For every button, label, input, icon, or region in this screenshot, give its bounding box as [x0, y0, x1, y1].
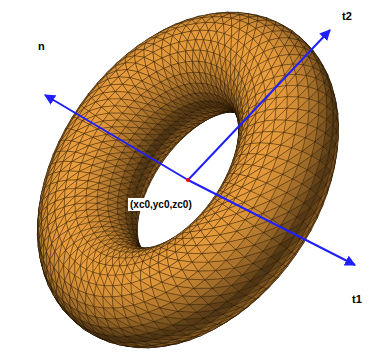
torus-illustration [0, 0, 377, 360]
figure-stage: nt2(xc0,yc0,zc0)t1 [0, 0, 377, 360]
